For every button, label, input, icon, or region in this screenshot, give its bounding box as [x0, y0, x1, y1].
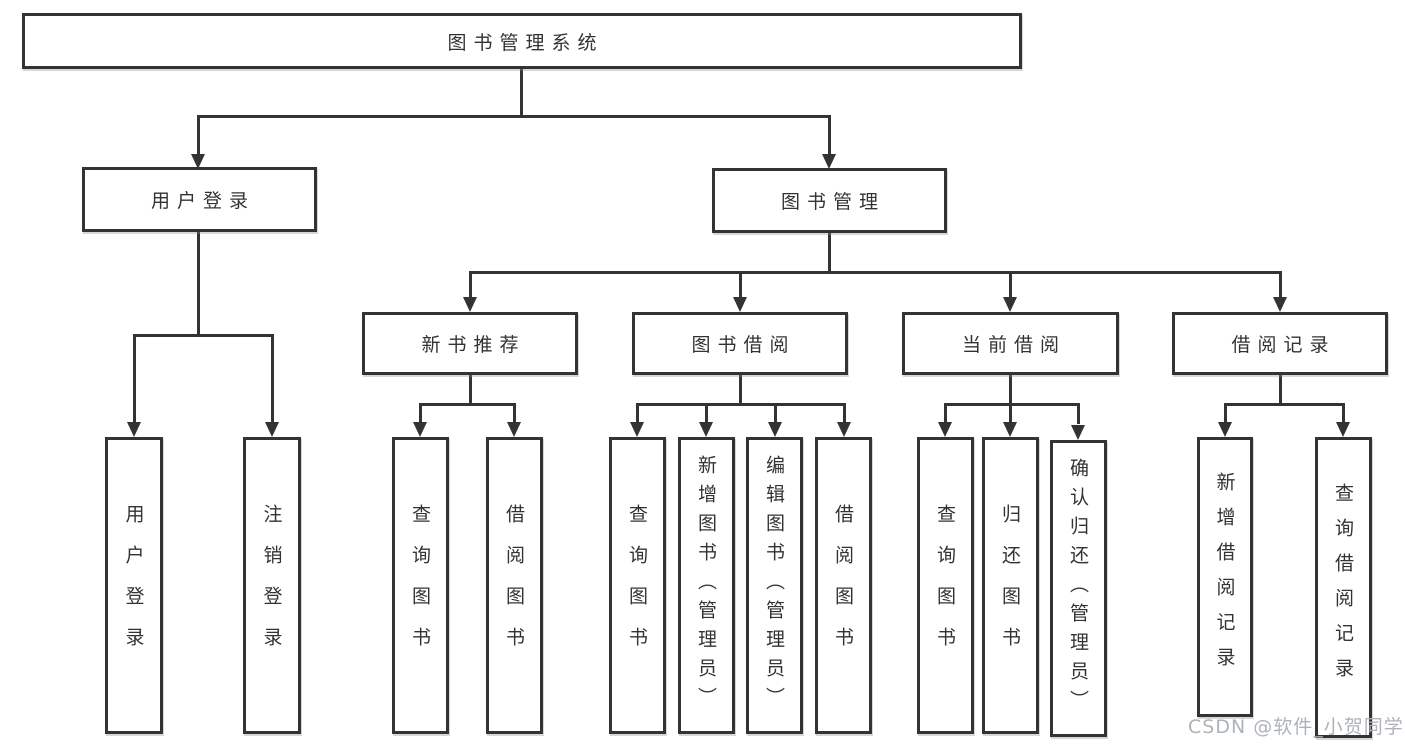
- leaf-query-book-recommend: 查询图书: [392, 437, 449, 734]
- arrowhead-icon: [768, 422, 782, 437]
- leaf-edit-book-admin: 编辑图书（管理员）: [746, 437, 803, 734]
- leaf-query-borrow-record-label: 查询借阅记录: [1332, 482, 1354, 693]
- leaf-logout: 注销登录: [243, 437, 301, 734]
- connector-segment: [469, 373, 472, 405]
- connector-segment: [469, 271, 1282, 274]
- connector-segment: [419, 403, 422, 424]
- connector-segment: [1009, 271, 1012, 299]
- leaf-logout-label: 注销登录: [260, 503, 283, 668]
- connector-segment: [133, 334, 136, 424]
- connector-segment: [197, 115, 200, 156]
- leaf-query-book-current-label: 查询图书: [934, 503, 956, 668]
- connector-segment: [197, 232, 200, 336]
- arrowhead-icon: [507, 422, 521, 437]
- connector-segment: [1077, 403, 1080, 424]
- connector-segment: [1224, 403, 1227, 424]
- connector-segment: [1009, 373, 1012, 405]
- node-borrow-record: 借阅记录: [1172, 312, 1388, 375]
- connector-segment: [774, 403, 777, 424]
- leaf-borrow-book-label: 借阅图书: [832, 503, 854, 668]
- arrowhead-icon: [733, 297, 747, 312]
- leaf-user-login: 用户登录: [105, 437, 163, 734]
- connector-segment: [1279, 271, 1282, 299]
- node-new-book-recommend: 新书推荐: [362, 312, 578, 375]
- connector-segment: [944, 403, 947, 424]
- leaf-return-book: 归还图书: [982, 437, 1039, 734]
- leaf-confirm-return-admin: 确认归还（管理员）: [1050, 440, 1107, 737]
- connector-segment: [636, 403, 639, 424]
- arrowhead-icon: [1336, 422, 1350, 437]
- connector-segment: [944, 403, 1080, 406]
- arrowhead-icon: [630, 422, 644, 437]
- arrowhead-icon: [265, 422, 279, 437]
- leaf-confirm-return-admin-label: 确认归还（管理员）: [1067, 458, 1089, 719]
- leaf-borrow-book-recommend-label: 借阅图书: [503, 503, 525, 668]
- arrowhead-icon: [837, 422, 851, 437]
- node-root-system: 图书管理系统: [22, 13, 1022, 69]
- node-user-login: 用户登录: [82, 167, 317, 232]
- connector-segment: [705, 403, 708, 424]
- leaf-query-borrow-record: 查询借阅记录: [1315, 437, 1372, 738]
- leaf-return-book-label: 归还图书: [999, 503, 1021, 668]
- leaf-query-book-borrow: 查询图书: [609, 437, 666, 734]
- node-book-borrow: 图书借阅: [632, 312, 848, 375]
- connector-segment: [1009, 403, 1012, 424]
- connector-segment: [197, 115, 831, 118]
- leaf-edit-book-admin-label: 编辑图书（管理员）: [763, 455, 785, 716]
- node-current-borrow: 当前借阅: [902, 312, 1119, 375]
- arrowhead-icon: [699, 422, 713, 437]
- connector-segment: [828, 232, 831, 273]
- leaf-query-book-recommend-label: 查询图书: [409, 503, 431, 668]
- connector-segment: [739, 271, 742, 299]
- connector-segment: [636, 403, 846, 406]
- arrowhead-icon: [1071, 425, 1085, 440]
- connector-segment: [1224, 403, 1345, 406]
- arrowhead-icon: [191, 154, 205, 169]
- arrowhead-icon: [1273, 297, 1287, 312]
- connector-segment: [271, 334, 274, 424]
- connector-segment: [828, 115, 831, 156]
- csdn-watermark: CSDN @软件_小贺同学: [1188, 716, 1404, 738]
- node-book-management: 图书管理: [712, 168, 947, 233]
- connector-segment: [520, 69, 523, 118]
- leaf-borrow-book: 借阅图书: [815, 437, 872, 734]
- connector-segment: [469, 271, 472, 299]
- leaf-add-book-admin-label: 新增图书（管理员）: [695, 455, 717, 716]
- connector-segment: [739, 373, 742, 405]
- leaf-add-borrow-record: 新增借阅记录: [1197, 437, 1253, 717]
- connector-segment: [513, 403, 516, 424]
- connector-segment: [419, 403, 516, 406]
- leaf-query-book-current: 查询图书: [917, 437, 974, 734]
- arrowhead-icon: [1003, 297, 1017, 312]
- leaf-query-book-borrow-label: 查询图书: [626, 503, 648, 668]
- arrowhead-icon: [463, 297, 477, 312]
- connector-segment: [1342, 403, 1345, 424]
- arrowhead-icon: [127, 422, 141, 437]
- leaf-add-book-admin: 新增图书（管理员）: [678, 437, 735, 734]
- leaf-user-login-label: 用户登录: [122, 503, 145, 668]
- leaf-borrow-book-recommend: 借阅图书: [486, 437, 543, 734]
- arrowhead-icon: [1003, 422, 1017, 437]
- connector-segment: [133, 334, 274, 337]
- arrowhead-icon: [822, 154, 836, 169]
- connector-segment: [843, 403, 846, 424]
- arrowhead-icon: [938, 422, 952, 437]
- connector-segment: [1279, 373, 1282, 405]
- arrowhead-icon: [1218, 422, 1232, 437]
- arrowhead-icon: [413, 422, 427, 437]
- leaf-add-borrow-record-label: 新增借阅记录: [1213, 472, 1236, 682]
